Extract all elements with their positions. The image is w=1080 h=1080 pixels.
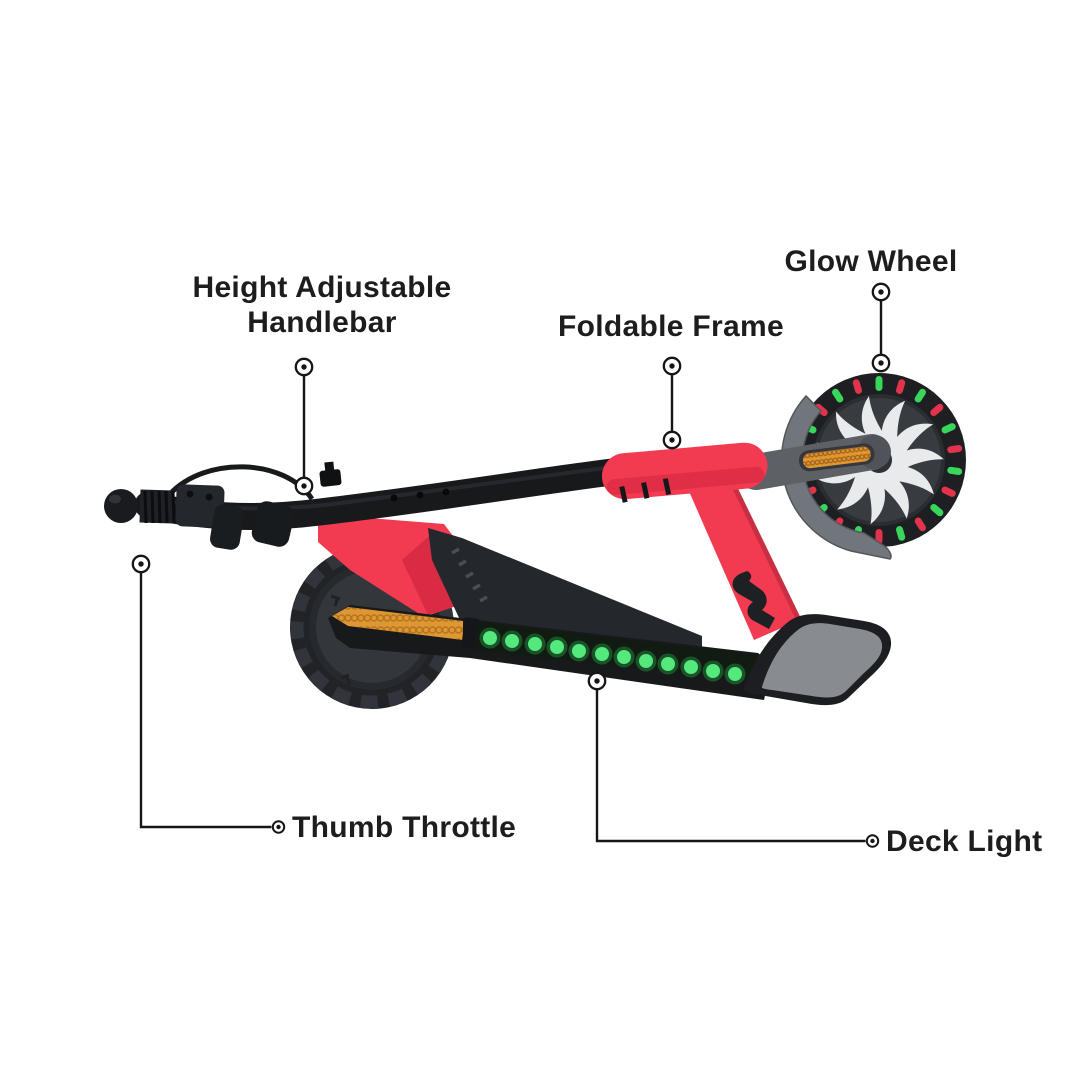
latch-hook — [732, 571, 775, 629]
handlebar-grip — [104, 484, 225, 528]
folding-strut-red — [688, 484, 801, 640]
callout-foldable-frame: Foldable Frame — [558, 310, 784, 343]
deck-led-dots — [483, 631, 742, 681]
leader-lines — [139, 300, 883, 843]
deck-led-strip — [477, 622, 757, 685]
leader-deck-light — [595, 689, 866, 843]
folding-sleeve-red — [601, 442, 768, 503]
thumb-throttle-lever — [210, 501, 295, 550]
callout-marker-dots — [138, 289, 884, 844]
callout-glow-wheel: Glow Wheel — [784, 245, 958, 278]
handlebar-stem — [104, 458, 626, 550]
stem-clamp — [319, 461, 342, 487]
callout-thumb-throttle: Thumb Throttle — [292, 811, 517, 844]
callout-height-adjustable-handlebar: Height Adjustable Handlebar — [192, 271, 452, 339]
rear-fork — [738, 434, 891, 490]
callout-deck-light: Deck Light — [886, 825, 1043, 858]
deck — [328, 605, 772, 700]
kicktail — [743, 614, 892, 706]
leader-thumb-throttle — [139, 572, 272, 829]
